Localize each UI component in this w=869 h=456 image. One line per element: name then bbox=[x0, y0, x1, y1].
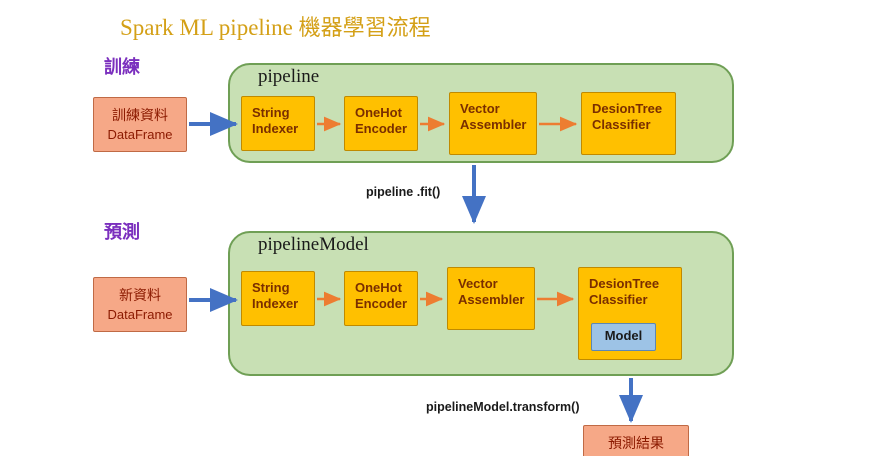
pipeline-model-stage-1-line2: Encoder bbox=[355, 296, 408, 311]
pipeline-stage-0-line1: String bbox=[252, 105, 290, 120]
output-result-line1: 預測結果 bbox=[608, 436, 664, 452]
section-label-prediction: 預測 bbox=[104, 222, 140, 243]
prediction-input-dataframe: 新資料 DataFrame bbox=[93, 277, 187, 332]
pipeline-title: pipeline bbox=[258, 66, 320, 87]
page-title: Spark ML pipeline 機器學習流程 bbox=[120, 10, 431, 42]
pipeline-model-stage-2-line2: Assembler bbox=[458, 292, 525, 307]
training-input-dataframe: 訓練資料 DataFrame bbox=[93, 97, 187, 152]
flow-label-transform: pipelineModel.transform() bbox=[426, 400, 580, 414]
pipeline-stage-string-indexer: String Indexer bbox=[241, 96, 315, 151]
pipeline-model-stage-decisiontree-classifier: DesionTree Classifier bbox=[578, 267, 682, 360]
pipeline-model-title: pipelineModel bbox=[258, 234, 369, 255]
training-input-line1: 訓練資料 bbox=[112, 108, 168, 124]
pipeline-stage-1-line1: OneHot bbox=[355, 105, 402, 120]
pipeline-stage-1-line2: Encoder bbox=[355, 121, 408, 136]
section-label-training: 訓練 bbox=[104, 57, 140, 78]
prediction-input-line1: 新資料 bbox=[119, 288, 161, 304]
pipeline-stage-3-line1: DesionTree bbox=[592, 101, 663, 116]
pipeline-model-stage-2-line1: Vector bbox=[458, 276, 498, 291]
pipeline-model-stage-0-line2: Indexer bbox=[252, 296, 299, 311]
output-result-box: 預測結果 bbox=[583, 425, 689, 456]
pipeline-stage-0-line2: Indexer bbox=[252, 121, 299, 136]
pipeline-model-stage-3-line2: Classifier bbox=[589, 292, 648, 307]
pipeline-model-stage-0-line1: String bbox=[252, 280, 290, 295]
pipeline-model-stage-1-line1: OneHot bbox=[355, 280, 402, 295]
flow-label-fit: pipeline .fit() bbox=[366, 185, 441, 199]
page-title-cjk: 機器學習流程 bbox=[298, 16, 431, 41]
pipeline-model-stage-vector-assembler: Vector Assembler bbox=[447, 267, 535, 330]
pipeline-stage-vector-assembler: Vector Assembler bbox=[449, 92, 537, 155]
pipeline-stage-3-line2: Classifier bbox=[592, 117, 651, 132]
page-title-latin: Spark ML pipeline bbox=[120, 15, 299, 40]
pipeline-model-stage-onehot-encoder: OneHot Encoder bbox=[344, 271, 418, 326]
pipeline-model-stage-string-indexer: String Indexer bbox=[241, 271, 315, 326]
training-input-line2: DataFrame bbox=[107, 127, 173, 142]
pipeline-stage-decisiontree-classifier: DesionTree Classifier bbox=[581, 92, 676, 155]
pipeline-stage-2-line2: Assembler bbox=[460, 117, 527, 132]
prediction-input-line2: DataFrame bbox=[107, 307, 173, 322]
pipeline-stage-onehot-encoder: OneHot Encoder bbox=[344, 96, 418, 151]
pipeline-model-stage-3-line1: DesionTree bbox=[589, 276, 660, 291]
model-badge: Model bbox=[591, 323, 656, 351]
pipeline-stage-2-line1: Vector bbox=[460, 101, 500, 116]
